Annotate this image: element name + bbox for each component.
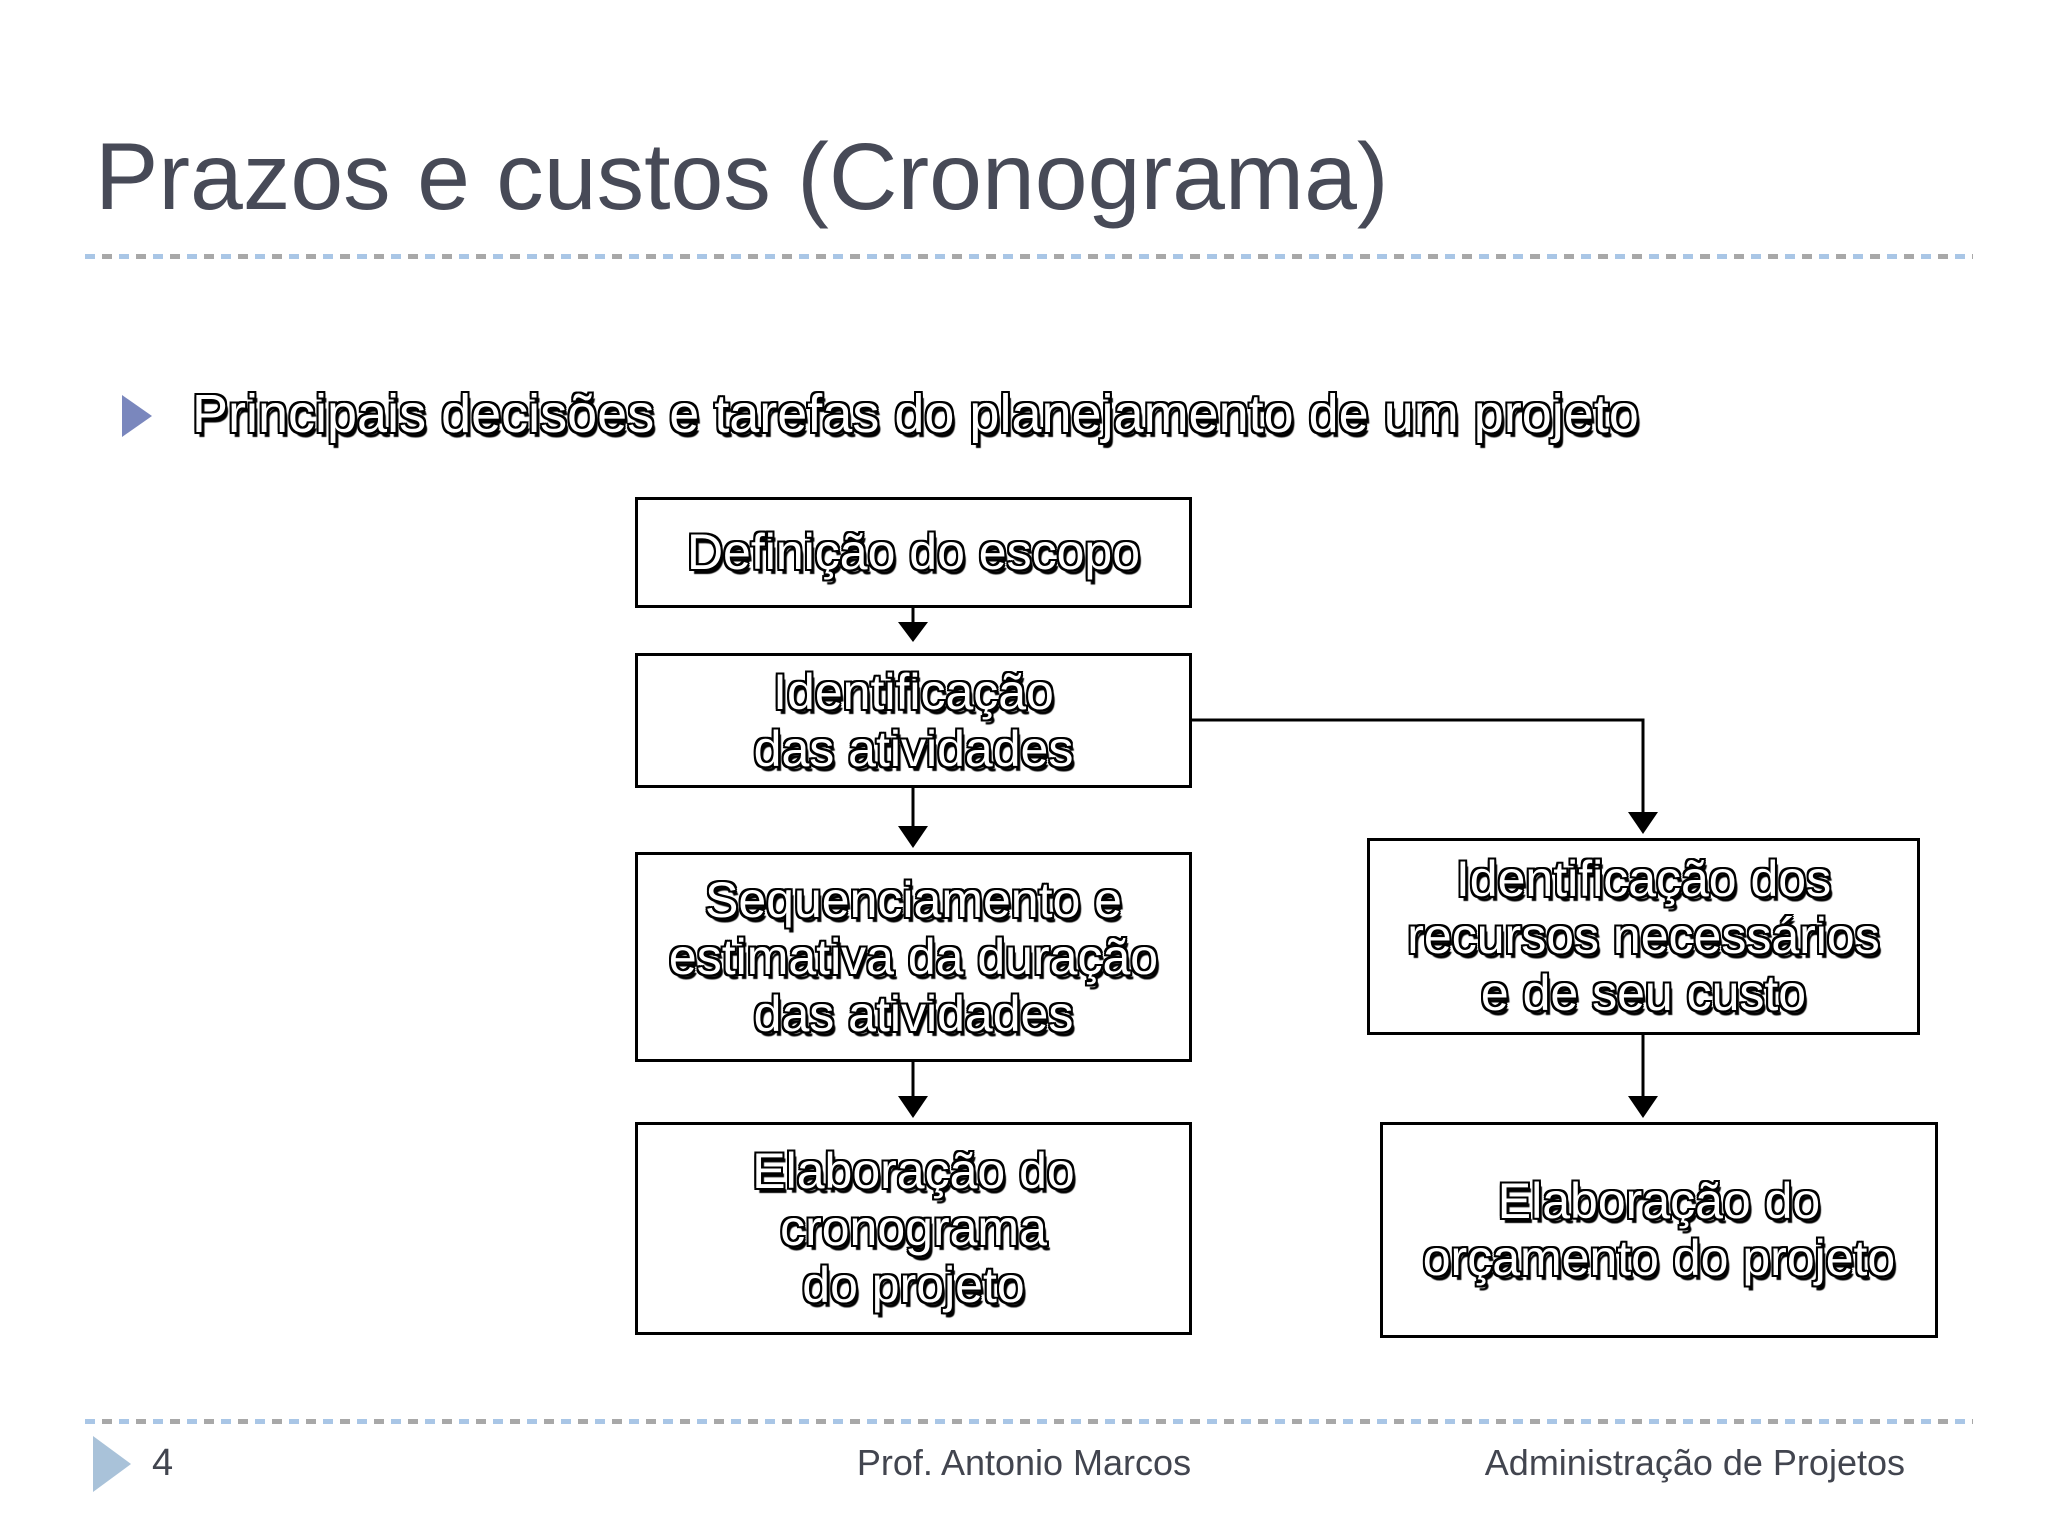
bullet-arrow-icon (122, 395, 152, 437)
node-label-line: e de seu custo (1480, 965, 1807, 1021)
flow-node-identificacao-atividades: Identificação das atividades (635, 653, 1192, 788)
arrowhead-activities-to-resources (1628, 812, 1658, 834)
bullet-item: Principais decisões e tarefas do planeja… (122, 384, 1639, 444)
node-label-line: Elaboração do (1497, 1173, 1821, 1229)
node-label-line: orçamento do projeto (1422, 1230, 1896, 1286)
page-number: 4 (152, 1442, 174, 1484)
bullet-text: Principais decisões e tarefas do planeja… (192, 384, 1639, 444)
node-label-line: Identificação (773, 663, 1054, 720)
node-label-line: estimativa da duração (668, 928, 1159, 985)
title-divider (85, 254, 1973, 259)
node-label-line: do projeto (802, 1257, 1025, 1313)
footer-divider (85, 1419, 1973, 1424)
connector-activities-to-resources (1192, 718, 1645, 814)
flow-node-elaboracao-cronograma: Elaboração do cronograma do projeto (635, 1122, 1192, 1335)
node-label-line: Identificação dos (1455, 851, 1832, 907)
node-label-line: cronograma (780, 1200, 1047, 1256)
footer-course: Administração de Projetos (1484, 1442, 1905, 1483)
node-label-line: recursos necessários (1407, 908, 1880, 964)
arrowhead-activities-to-sequencing (898, 826, 928, 848)
node-label-line: Definição do escopo (686, 524, 1141, 580)
flow-node-elaboracao-orcamento: Elaboração do orçamento do projeto (1380, 1122, 1938, 1338)
flow-node-identificacao-recursos: Identificação dos recursos necessários e… (1367, 838, 1920, 1035)
footer-arrow-icon (93, 1436, 131, 1492)
node-label-line: Elaboração do (752, 1143, 1075, 1199)
footer-author: Prof. Antonio Marcos (856, 1442, 1192, 1483)
arrowhead-scope-to-activities (898, 622, 928, 642)
flow-node-sequenciamento-estimativa: Sequenciamento e estimativa da duração d… (635, 852, 1192, 1062)
arrowhead-sequencing-to-schedule (898, 1096, 928, 1118)
arrowhead-resources-to-budget (1628, 1096, 1658, 1118)
flow-node-definicao-escopo: Definição do escopo (635, 497, 1192, 608)
slide-title: Prazos e custos (Cronograma) (95, 124, 1389, 230)
node-label-line: Sequenciamento e (705, 871, 1122, 928)
node-label-line: das atividades (753, 985, 1074, 1042)
node-label-line: das atividades (753, 720, 1074, 777)
